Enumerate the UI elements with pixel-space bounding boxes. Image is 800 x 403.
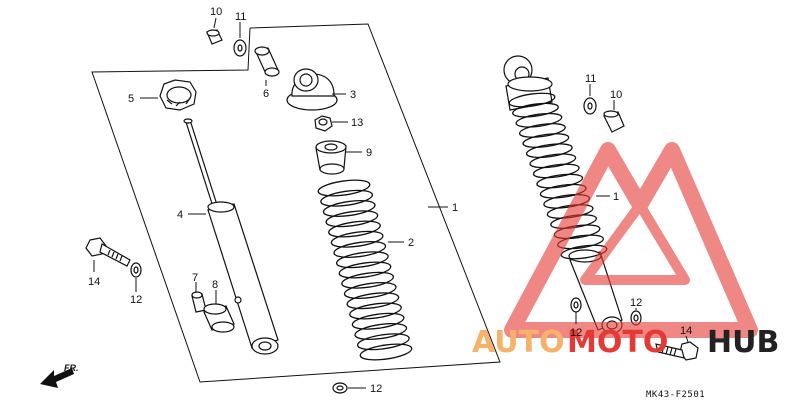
- spring-adjuster-part: [159, 79, 197, 111]
- spring-coil: [354, 323, 408, 340]
- spring-coil: [320, 189, 374, 207]
- callout-5: 5: [128, 93, 134, 105]
- rubber-bushing-part: [203, 303, 235, 333]
- callout-8: 8: [212, 279, 218, 291]
- spring-coil: [508, 92, 556, 108]
- watermark-auto: AUTO: [472, 325, 565, 360]
- spring-coil: [341, 271, 395, 289]
- bushing-part: [254, 46, 280, 77]
- assembled-shock-part: [503, 55, 623, 334]
- spring-coil: [343, 282, 397, 299]
- spring-coil: [346, 292, 400, 310]
- callout-2: 2: [408, 237, 414, 249]
- spring-coil: [351, 312, 405, 330]
- nut-part: [314, 115, 333, 132]
- callout-1-left: 1: [452, 202, 458, 214]
- upper-mount-part: [286, 68, 338, 111]
- spring-coil: [317, 179, 371, 197]
- callout-3: 3: [350, 89, 356, 101]
- callout-13: 13: [351, 117, 363, 129]
- washer-part-lower-b: [630, 310, 642, 326]
- spring-part: [317, 179, 413, 361]
- cap-nut-part-right: [603, 110, 625, 133]
- spring-coil: [356, 333, 410, 351]
- spring-coil: [338, 261, 392, 279]
- spring-coil: [515, 112, 563, 128]
- bolt-part: [85, 237, 131, 267]
- spring-coil: [512, 102, 559, 118]
- callout-numbers: 10 11 6 3 5 13 9 1 4 2 14 12 7 8 12 11 1…: [88, 6, 692, 395]
- callout-14-right: 14: [680, 325, 692, 337]
- washer-part-left: [130, 262, 142, 278]
- spring-coil: [536, 173, 584, 189]
- spring-coil: [330, 230, 384, 248]
- callout-14-left: 14: [88, 276, 100, 288]
- washer-part-bottom: [332, 382, 348, 394]
- washer-part-right: [583, 97, 597, 115]
- watermark-moto: MOTO: [567, 325, 668, 360]
- spring-coil: [522, 133, 570, 148]
- assembled-spring-part: [508, 92, 608, 260]
- spring-coil: [518, 123, 566, 138]
- spring-coil: [525, 143, 573, 159]
- spring-coil: [532, 163, 580, 179]
- callout-9: 9: [366, 147, 372, 159]
- callout-11-right: 11: [585, 73, 596, 85]
- damper-part: [183, 118, 279, 355]
- callout-12-bottom: 12: [370, 383, 382, 395]
- callout-12-right-b: 12: [630, 297, 642, 309]
- callout-1-right: 1: [613, 191, 619, 203]
- bolt-part-right: [655, 341, 699, 361]
- assembly-frame: [91, 23, 501, 383]
- front-direction-label: FR.: [64, 363, 79, 373]
- drawing-code: MK43-F2501: [646, 390, 705, 400]
- callout-10-right: 10: [610, 89, 622, 101]
- callout-6: 6: [263, 88, 269, 100]
- washer-part-lower-a: [570, 297, 582, 313]
- spring-coil: [322, 200, 376, 217]
- spring-coil: [328, 220, 381, 238]
- spring-coil: [335, 251, 389, 269]
- callout-12-right-a: 12: [570, 327, 582, 339]
- watermark-hub: HUB: [707, 325, 779, 360]
- callout-12-left: 12: [130, 294, 142, 306]
- callout-11-left: 11: [235, 11, 246, 23]
- watermark-logo: [504, 142, 758, 338]
- leader-lines: [93, 17, 689, 389]
- spring-coil: [349, 302, 402, 320]
- bump-rubber-part: [315, 140, 347, 175]
- collar-part: [191, 291, 207, 313]
- spring-coil: [333, 241, 387, 258]
- spring-coil: [325, 210, 379, 228]
- spring-coil: [359, 343, 413, 361]
- callout-10-left: 10: [210, 6, 222, 18]
- washer-part: [233, 39, 247, 57]
- spring-coil: [529, 153, 577, 169]
- callout-4: 4: [177, 209, 183, 221]
- callout-7: 7: [192, 272, 198, 284]
- cap-nut-part: [206, 29, 223, 45]
- front-direction-arrow: FR.: [40, 363, 79, 388]
